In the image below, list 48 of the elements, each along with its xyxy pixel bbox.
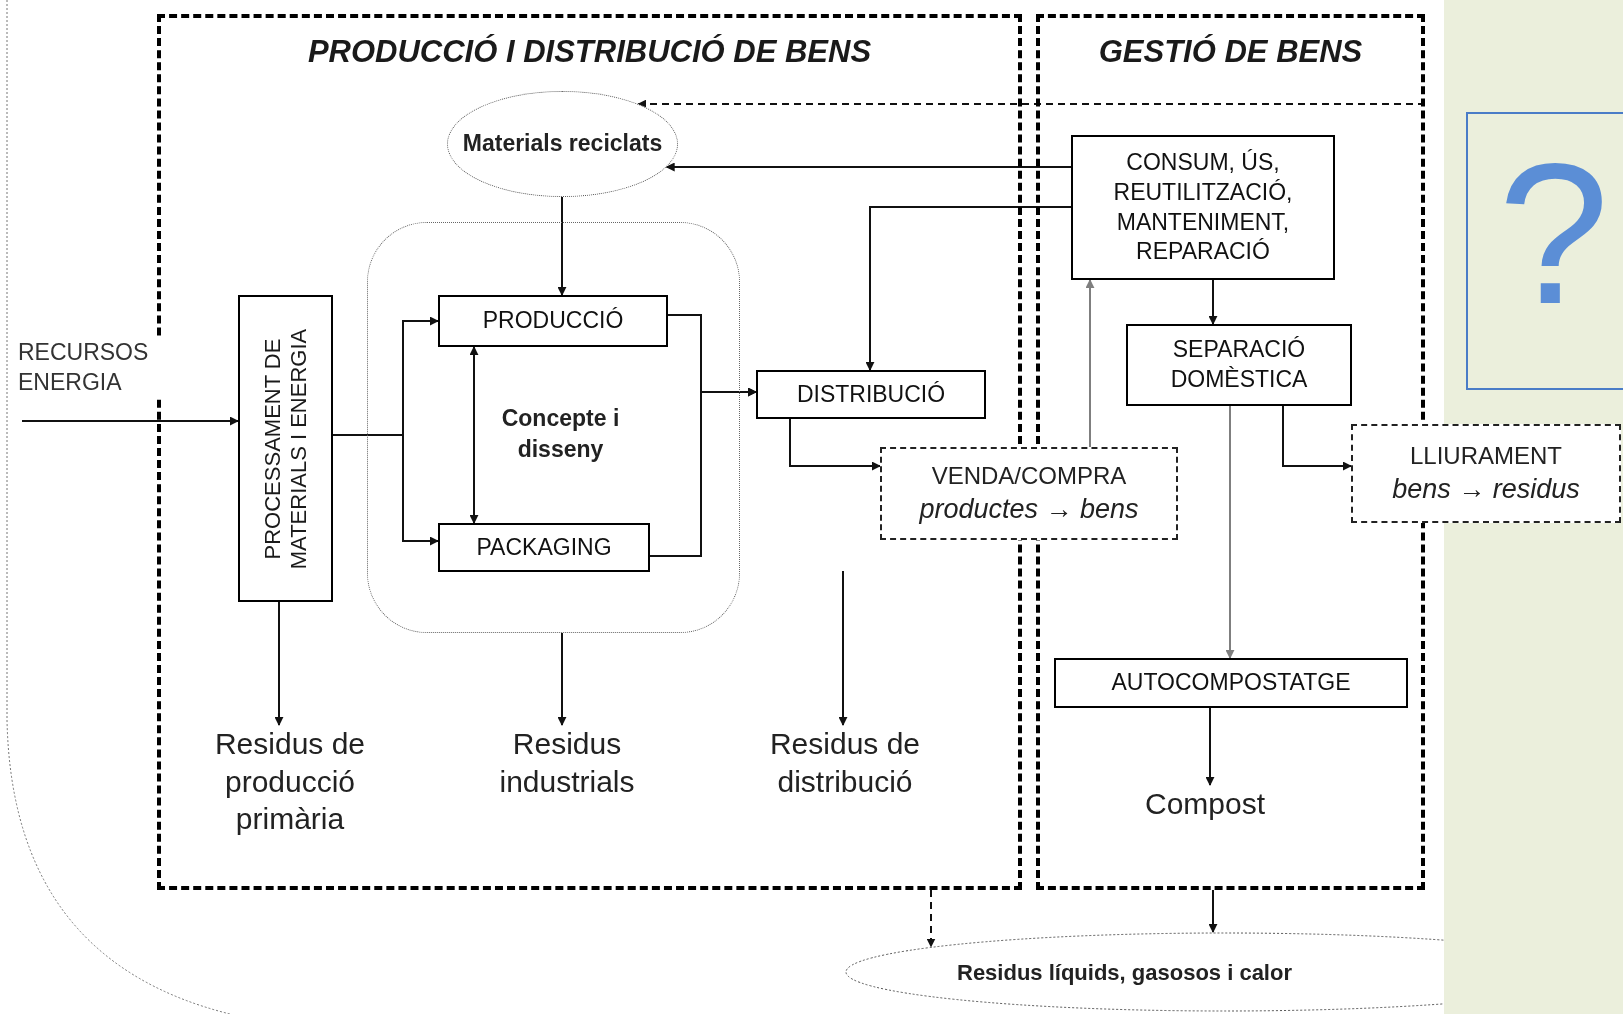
text-label: Residus de distribució — [768, 726, 922, 800]
process-box — [756, 370, 986, 419]
box-label: DISTRIBUCIÓ — [796, 379, 946, 409]
box-label: Residus líquids, gasosos i calor — [957, 959, 1292, 987]
group-title: GESTIÓ DE BENS — [1097, 36, 1364, 67]
arrow — [838, 570, 848, 726]
box-label: LLIURAMENT — [1410, 441, 1562, 472]
process-box — [1126, 324, 1352, 406]
box-label: PRODUCCIÓ — [482, 306, 624, 336]
process-box — [438, 295, 668, 347]
arrow — [1208, 279, 1218, 325]
process-box — [1054, 658, 1408, 708]
arrow — [557, 196, 567, 296]
box-label: PROCESSAMENT DE MATERIALS I ENERGIA — [259, 327, 312, 571]
arrow — [21, 416, 239, 426]
arrow — [1225, 405, 1235, 659]
process-box — [238, 295, 333, 602]
process-box — [438, 523, 650, 572]
text-label: Concepte i disseny — [500, 403, 621, 464]
arrow — [469, 346, 479, 524]
text-label: Residus industrials — [498, 726, 636, 800]
text-label: Compost — [1144, 786, 1265, 822]
box-label: PACKAGING — [476, 532, 612, 562]
arrow — [649, 387, 757, 557]
box-label: SEPARACIÓ DOMÈSTICA — [1169, 335, 1309, 394]
question-mark: ? — [1498, 134, 1610, 334]
process-box — [1071, 135, 1335, 280]
group-title: PRODUCCIÓ I DISTRIBUCIÓ DE BENS — [306, 36, 873, 67]
arrow — [789, 418, 881, 471]
arrow — [1282, 405, 1352, 471]
arrow — [557, 632, 567, 726]
box-label: VENDA/COMPRA — [931, 461, 1127, 492]
arrow — [274, 601, 284, 726]
box-label: productes → bens — [919, 492, 1139, 526]
box-label: AUTOCOMPOSTATGE — [1111, 668, 1351, 698]
arrow — [332, 434, 439, 546]
arrow — [865, 206, 1072, 371]
arrow — [1208, 889, 1218, 933]
arrow — [1205, 707, 1215, 786]
arrow — [665, 162, 1072, 172]
arrow — [926, 889, 936, 948]
arrow — [1085, 279, 1095, 448]
dashed-process-box — [880, 447, 1178, 540]
box-label: Materials reciclats — [462, 129, 663, 159]
box-label: bens → residus — [1392, 472, 1580, 506]
dashed-process-box — [1351, 424, 1621, 523]
box-label: CONSUM, ÚS, REUTILITZACIÓ, MANTENIMENT, REPARACIÓ — [1112, 147, 1294, 267]
text-label: Residus de producció primària — [213, 726, 367, 837]
